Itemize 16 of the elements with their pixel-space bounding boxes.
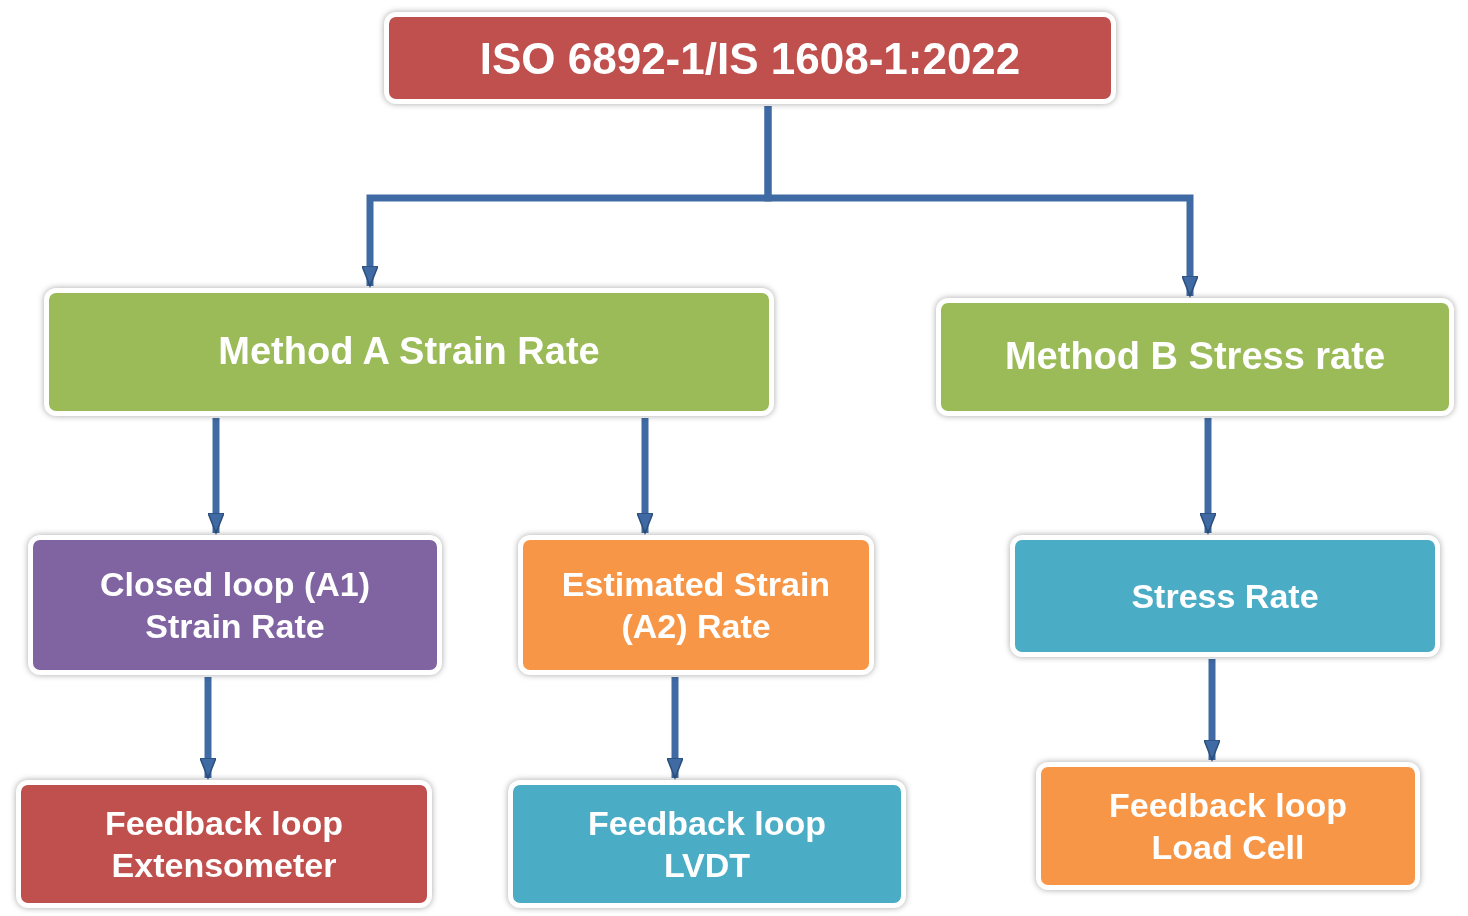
box-label: Feedback loop Load Cell: [1107, 784, 1349, 868]
box-label: Estimated Strain (A2) Rate: [560, 563, 832, 647]
box-label: Stress Rate: [1131, 575, 1319, 617]
box-label: Method B Stress rate: [1004, 334, 1386, 380]
box-label: Closed loop (A1) Strain Rate: [98, 563, 372, 647]
box-label: Feedback loop Extensometer: [103, 802, 345, 886]
box-label: Method A Strain Rate: [218, 329, 600, 375]
arrow: [636, 418, 654, 534]
box-label: ISO 6892-1/IS 1608-1:2022: [479, 32, 1021, 85]
box-label: Feedback loop LVDT: [586, 802, 828, 886]
arrow: [1199, 418, 1217, 534]
arrow: [199, 677, 217, 779]
arrow: [764, 106, 1199, 297]
arrow: [666, 677, 684, 779]
arrow: [1203, 659, 1221, 761]
arrow: [207, 418, 225, 534]
